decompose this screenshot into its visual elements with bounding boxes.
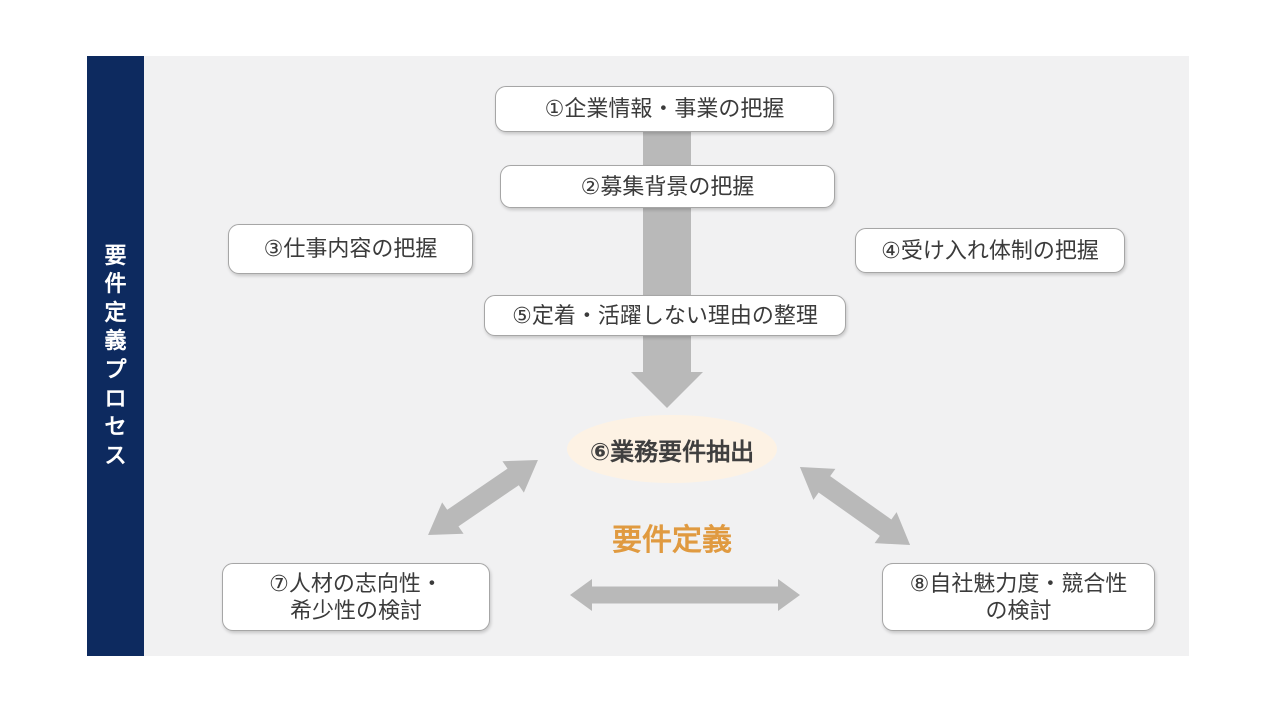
step-box-8: ⑧自社魅力度・競合性 の検討 <box>882 563 1155 631</box>
step-6-label: ⑥業務要件抽出 <box>589 438 755 466</box>
sidebar-title: 要件定義プロセス <box>104 242 127 468</box>
double-arrow-right-diagonal-icon <box>799 466 911 546</box>
step-ellipse-6: ⑥業務要件抽出 <box>567 415 777 483</box>
step-box-2: ②募集背景の把握 <box>500 165 835 208</box>
step-box-1: ①企業情報・事業の把握 <box>495 86 834 132</box>
step-8-label: ⑧自社魅力度・競合性 の検討 <box>909 570 1128 624</box>
step-3-label: ③仕事内容の把握 <box>263 236 438 262</box>
process-sidebar: 要件定義プロセス <box>87 56 144 656</box>
step-box-4: ④受け入れ体制の把握 <box>855 228 1125 273</box>
step-1-label: ①企業情報・事業の把握 <box>544 96 785 122</box>
step-box-5: ⑤定着・活躍しない理由の整理 <box>484 295 846 336</box>
step-box-3: ③仕事内容の把握 <box>228 224 473 274</box>
double-arrow-horizontal-icon <box>570 579 800 611</box>
step-box-7: ⑦人材の志向性・ 希少性の検討 <box>222 563 490 631</box>
step-4-label: ④受け入れ体制の把握 <box>881 237 1099 263</box>
double-arrow-left-diagonal-icon <box>428 460 538 535</box>
flow-canvas: ①企業情報・事業の把握 ②募集背景の把握 ③仕事内容の把握 ④受け入れ体制の把握… <box>144 56 1189 656</box>
step-7-label: ⑦人材の志向性・ 希少性の検討 <box>269 570 443 624</box>
process-slide: 要件定義プロセス ①企業情報・事業の把握 ②募集背景の把握 ③仕事内容の把握 ④… <box>87 56 1189 656</box>
requirements-definition-label: 要件定義 <box>612 524 732 557</box>
step-2-label: ②募集背景の把握 <box>580 173 755 199</box>
step-5-label: ⑤定着・活躍しない理由の整理 <box>512 302 818 328</box>
